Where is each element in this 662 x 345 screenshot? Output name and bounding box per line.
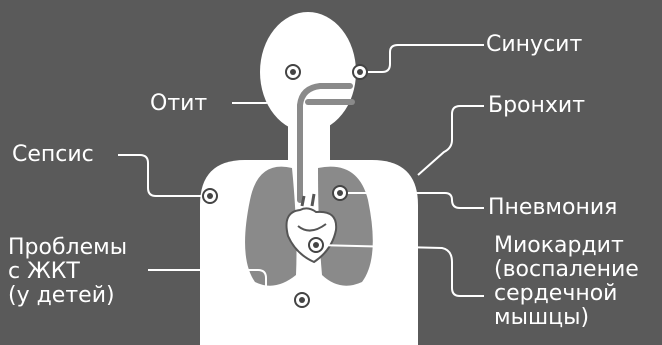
pneumonia-label: Пневмония	[488, 196, 617, 220]
body-silhouette	[200, 12, 418, 345]
myocarditis-label: Миокардит (воспаление сердечной мышцы)	[494, 234, 639, 330]
bronchitis-leader	[418, 106, 484, 175]
sepsis-label: Сепсис	[12, 143, 94, 167]
sepsis-leader	[118, 155, 210, 196]
lung-marker	[333, 186, 347, 200]
gut-marker	[295, 293, 309, 307]
gi-line-1: Проблемы	[8, 236, 127, 260]
bronchitis-label: Бронхит	[488, 94, 585, 118]
gi-line-2: с ЖКТ	[8, 260, 127, 284]
myocarditis-line-3: сердечной	[494, 282, 639, 306]
sepsis-marker	[203, 189, 217, 203]
sinusitis-leader	[360, 45, 484, 72]
otitis-label: Отит	[150, 92, 207, 116]
gi-line-3: (у детей)	[8, 284, 127, 308]
sinusitis-label: Синусит	[486, 33, 582, 57]
myocarditis-line-4: мышцы)	[494, 306, 639, 330]
sinus-marker	[353, 65, 367, 79]
myocarditis-line-2: (воспаление	[494, 258, 639, 282]
heart-marker	[309, 238, 323, 252]
ear-marker	[286, 65, 300, 79]
myocarditis-line-1: Миокардит	[494, 234, 639, 258]
gi-problems-label: Проблемы с ЖКТ (у детей)	[8, 236, 127, 308]
